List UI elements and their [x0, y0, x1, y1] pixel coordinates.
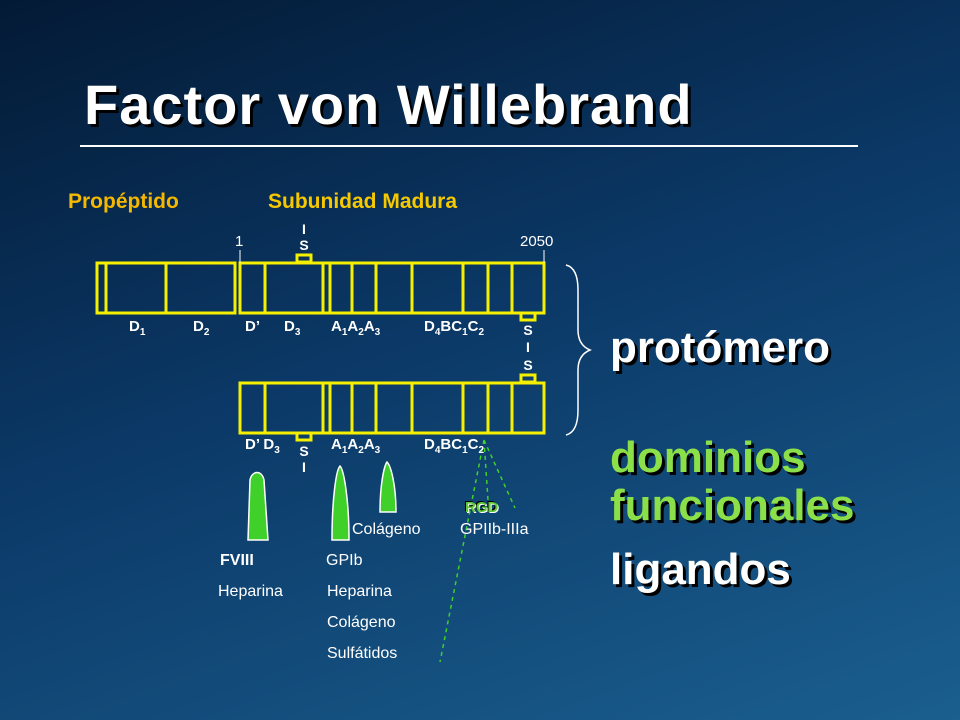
ligand-fviii: FVIII — [220, 552, 254, 569]
title-underline — [80, 145, 858, 147]
ligand-gpib: GPIb — [326, 552, 363, 569]
domain-a-group-label: A1A2A3 — [331, 318, 381, 338]
inter-disulfide-s-bottom: S — [523, 357, 533, 373]
top-disulfide-bar: I — [302, 221, 306, 237]
inter-strand-disulfide-tab — [519, 311, 537, 322]
bottom-a-group-label: A1A2A3 — [331, 436, 381, 456]
domain-dprime-label: D’ — [245, 318, 260, 335]
ligand-heparin-d3: Heparina — [218, 583, 283, 600]
fviii-binding-shape — [247, 471, 269, 541]
top-propeptide-bar — [95, 261, 237, 315]
top-disulfide-tab — [295, 253, 313, 264]
bottom-dprime-d3-label: D’ D3 — [245, 436, 280, 456]
functional-domains-label-1: dominios — [610, 433, 806, 482]
bottom-disulfide-tab — [295, 431, 313, 442]
ligand-sulfatides: Sulfátidos — [327, 645, 398, 662]
bottom-disulfide-s: S — [299, 443, 309, 459]
top-mature-bar — [238, 261, 546, 315]
protomer-label: protómero — [610, 323, 830, 372]
inter-disulfide-s-top: S — [523, 322, 533, 338]
rgd-label: RGD — [465, 499, 499, 516]
ligands-label: ligandos — [610, 545, 791, 594]
propeptide-header: Propéptido — [68, 190, 179, 213]
ligand-heparin-a1: Heparina — [327, 583, 392, 600]
mature-subunit-header: Subunidad Madura — [268, 190, 457, 213]
mature-outline — [238, 261, 546, 315]
protomer-bracket — [565, 264, 592, 436]
domain-d4bc-label: D4BC1C2 — [424, 318, 485, 338]
domain-d2-label: D2 — [193, 318, 210, 338]
ligand-collagen-a1: Colágeno — [327, 614, 396, 631]
collagen-binding-shape — [379, 460, 397, 513]
bottom-mature-bar — [238, 381, 546, 435]
rgd-guide-lines — [439, 439, 516, 663]
position-start-label: 1 — [235, 233, 244, 250]
inter-disulfide-bar: I — [526, 339, 530, 355]
gpib-binding-shape — [331, 464, 350, 541]
domain-d1-label: D1 — [129, 318, 146, 338]
ligand-collagen-a3: Colágeno — [352, 521, 421, 538]
functional-domains-label-2: funcionales — [610, 481, 855, 530]
page-title: Factor von Willebrand — [84, 73, 693, 136]
bottom-disulfide-bar: I — [302, 459, 306, 475]
bottom-inter-strand-tab — [519, 373, 537, 384]
top-disulfide-s: S — [299, 237, 309, 253]
bottom-d4bc-label: D4BC1C2 — [424, 436, 485, 456]
position-end-label: 2050 — [520, 233, 554, 250]
domain-d3-label: D3 — [284, 318, 301, 338]
bottom-mature-outline — [238, 381, 546, 435]
ligand-gpiib-iiia: GPIIb-IIIa — [460, 521, 529, 538]
